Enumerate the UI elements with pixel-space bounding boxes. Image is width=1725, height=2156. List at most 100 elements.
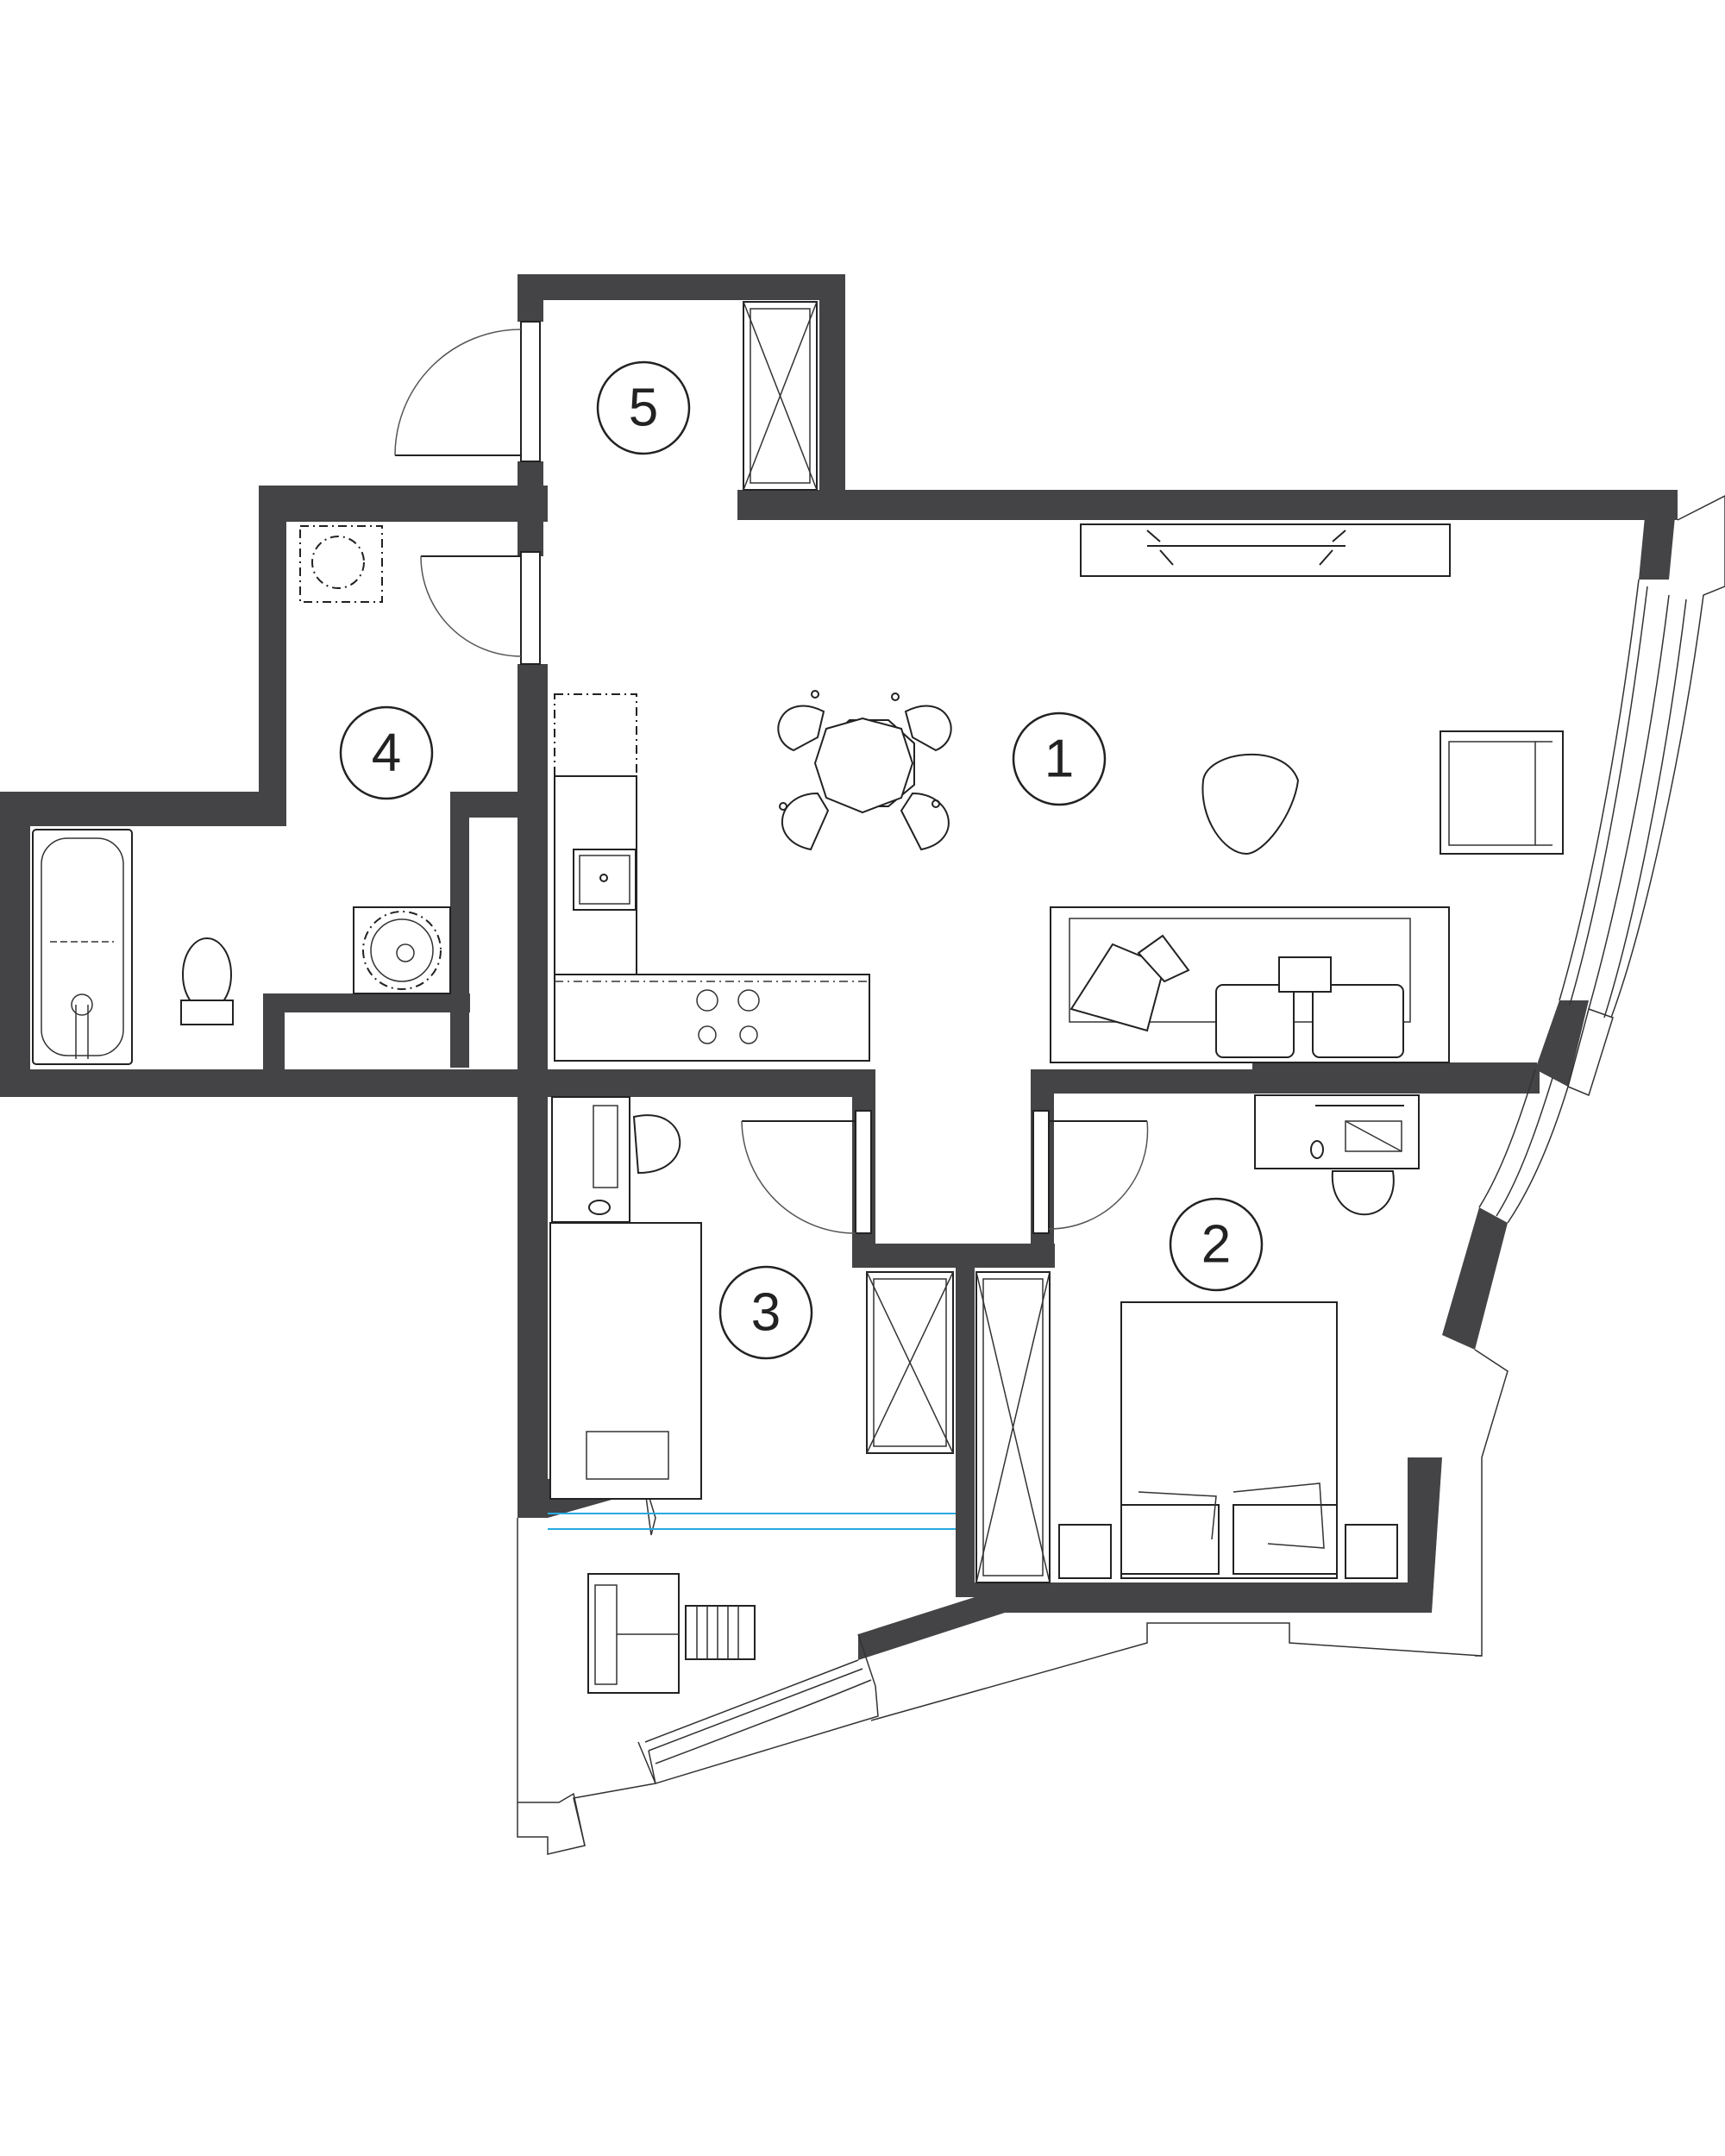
window-bottom-curve-3 <box>655 1679 872 1764</box>
wall-bath-bottom <box>0 1069 875 1097</box>
wall-bottom-curve <box>858 1597 1005 1660</box>
wall-bath-shelf-top <box>263 993 470 1012</box>
laundry-door-swing <box>420 555 522 657</box>
room-4-furniture <box>299 525 541 665</box>
door-2-frame <box>1032 1110 1050 1234</box>
stove-burner-1 <box>696 989 718 1012</box>
tv-console <box>1080 523 1451 577</box>
entry-door-frame <box>520 321 541 462</box>
wall-laundry-left <box>259 486 286 800</box>
dining-chair-4 <box>900 792 950 851</box>
room-circle-3 <box>718 1265 813 1360</box>
wall-hallway-bottom <box>852 1244 1055 1268</box>
room-2-furniture <box>975 1094 1420 1583</box>
nightstand-right <box>1345 1524 1398 1579</box>
wall-bedroom2-right <box>1408 1457 1442 1613</box>
sofa-pillow-2 <box>1137 934 1190 983</box>
room-5-furniture <box>394 301 818 491</box>
desk-3 <box>551 1096 630 1223</box>
wall-living-right-mid <box>1535 1000 1589 1087</box>
pillow-left <box>1120 1504 1220 1575</box>
wall-spine-lower <box>518 1069 548 1483</box>
room-label-4: 4 <box>372 724 401 783</box>
wall-hall-top <box>518 274 845 300</box>
stove-burner-3 <box>698 1025 717 1044</box>
dining-table-octagon <box>813 717 914 814</box>
window-right-mid-frame <box>1567 1008 1614 1097</box>
room-circle-1 <box>1012 711 1107 806</box>
sofa-cushion-1 <box>1215 984 1295 1058</box>
window-bottom-curve-2 <box>648 1668 863 1752</box>
window-right-curve-5 <box>1478 1069 1536 1208</box>
wall-spine-upper <box>518 664 548 1069</box>
entry-door-swing <box>394 329 522 456</box>
stove-burner-2 <box>737 989 760 1012</box>
wall-closet-divider <box>956 1244 975 1597</box>
window-right-curve-7 <box>1507 1086 1569 1224</box>
wall-bed3-top-right <box>1252 1062 1537 1094</box>
wall-laundry-top <box>259 486 548 522</box>
stove-burner-4 <box>739 1025 758 1044</box>
room-circle-5 <box>596 360 691 455</box>
wall-bedroom2-bottom <box>975 1583 1432 1613</box>
sofa-cushion-2 <box>1312 984 1404 1058</box>
bottom-lower-frame <box>573 1750 656 1846</box>
window-right-lower-frame <box>1474 1349 1509 1657</box>
windows <box>517 495 1725 1855</box>
sofa-cushion-3 <box>1278 956 1332 993</box>
crib <box>587 1573 680 1694</box>
armchair <box>1440 730 1564 855</box>
kitchen-sink <box>573 849 637 911</box>
window-bottom-curve-1 <box>644 1659 859 1743</box>
dining-chair-2 <box>904 705 952 752</box>
wall-bath-top <box>0 792 286 826</box>
room-circle-2 <box>1169 1197 1264 1292</box>
window-bottom-frame <box>637 1633 879 1784</box>
bathtub <box>32 829 133 1065</box>
pillow-right <box>1233 1504 1338 1575</box>
room-3-furniture <box>548 1096 956 1694</box>
wall-living-right-lower <box>1442 1207 1508 1350</box>
dining-chair-3 <box>781 792 830 851</box>
window-right-curve-2 <box>1569 586 1648 1006</box>
balcony-outline <box>870 1622 1483 1721</box>
wall-laundry-inner-v <box>450 792 469 1068</box>
nightstand-left <box>1058 1524 1112 1579</box>
dining-chair-1 <box>777 705 825 752</box>
door-3-frame <box>855 1110 872 1234</box>
laundry-appliance <box>299 525 383 603</box>
room-label-1: 1 <box>1044 730 1074 789</box>
wall-living-top <box>737 490 1678 520</box>
washing-machine <box>353 906 451 994</box>
coffee-table <box>1201 754 1300 856</box>
wall-hall-right <box>819 274 845 503</box>
bathroom-furniture <box>32 829 451 1065</box>
door-3-swing <box>741 1120 856 1234</box>
room-1-furniture <box>554 523 1564 1063</box>
window-right-curve-6 <box>1496 1077 1553 1217</box>
desk-chair-2 <box>1331 1170 1395 1216</box>
ladder <box>685 1605 756 1660</box>
desk-chair-3 <box>632 1114 681 1175</box>
room-label-5: 5 <box>629 379 658 438</box>
laundry-door-frame <box>520 551 541 665</box>
room-label-2: 2 <box>1201 1215 1231 1275</box>
window-right-frame-outer <box>1610 495 1725 1018</box>
room-label-3: 3 <box>751 1283 781 1343</box>
fridge <box>554 693 637 777</box>
bed-3 <box>549 1222 702 1500</box>
room-labels: 5 1 4 2 3 <box>339 360 1264 1360</box>
wall-living-right-upper <box>1639 490 1678 580</box>
room-circle-4 <box>339 705 434 800</box>
window-right-curve-1 <box>1559 579 1640 1001</box>
wall-bath-shelf-left <box>263 993 285 1071</box>
walls <box>0 274 1678 1660</box>
window-right-curve-3 <box>1588 594 1670 1010</box>
wall-hall-left-upper <box>518 274 543 322</box>
desk-2 <box>1254 1094 1420 1169</box>
wall-bath-left <box>0 792 30 1069</box>
door-2-swing <box>1048 1120 1149 1230</box>
kitchen-counter-horizontal <box>554 974 870 1062</box>
window-right-curve-4 <box>1603 599 1687 1018</box>
